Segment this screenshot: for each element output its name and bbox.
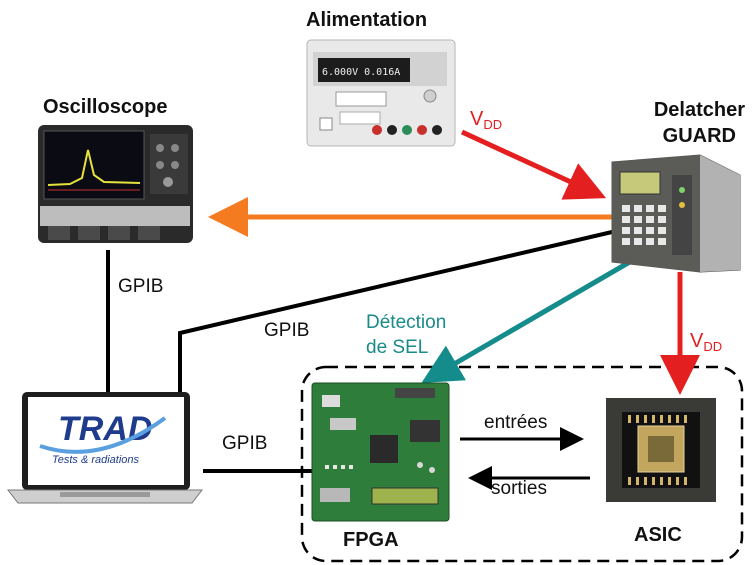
outputs-label: sorties [491, 478, 547, 499]
vdd-arrow-to-delatcher [460, 129, 607, 200]
vdd-label-top: VDD [470, 108, 503, 132]
gpib-cable-delatcher [178, 230, 613, 392]
delatcher-guard-image [611, 154, 741, 273]
sel-detection-arrow [421, 253, 642, 384]
power-supply-display: 6.000V 0.016A [322, 67, 400, 78]
fpga-title: FPGA [343, 529, 399, 551]
laptop-logo-swoosh [39, 416, 167, 454]
sel-detection-label-line1: Détection [366, 312, 447, 333]
fpga-board-image [311, 382, 450, 522]
delatcher-title-line1: Delatcher [653, 99, 745, 121]
fpga-asic-group-box [300, 365, 744, 563]
delatcher-title-line2: GUARD [662, 125, 736, 147]
asic-chip-image [606, 398, 716, 502]
gpib-label-fpga: GPIB [222, 433, 268, 454]
oscilloscope-image [38, 125, 193, 243]
gpib-label-vertical: GPIB [118, 276, 164, 297]
power-supply-image: 6.000V 0.016A [306, 39, 456, 147]
laptop-logo-tagline: Tests & radiations [52, 454, 140, 466]
inputs-label: entrées [484, 412, 548, 433]
laptop-logo-brand: TRAD [58, 410, 152, 448]
laptop-image [6, 392, 204, 504]
asic-title: ASIC [634, 524, 682, 546]
power-supply-title: Alimentation [306, 9, 428, 31]
sel-detection-label-line2: de SEL [366, 337, 429, 358]
oscilloscope-title: Oscilloscope [43, 96, 168, 118]
gpib-label-diagonal: GPIB [264, 320, 310, 341]
vdd-label-asic: VDD [690, 330, 723, 354]
